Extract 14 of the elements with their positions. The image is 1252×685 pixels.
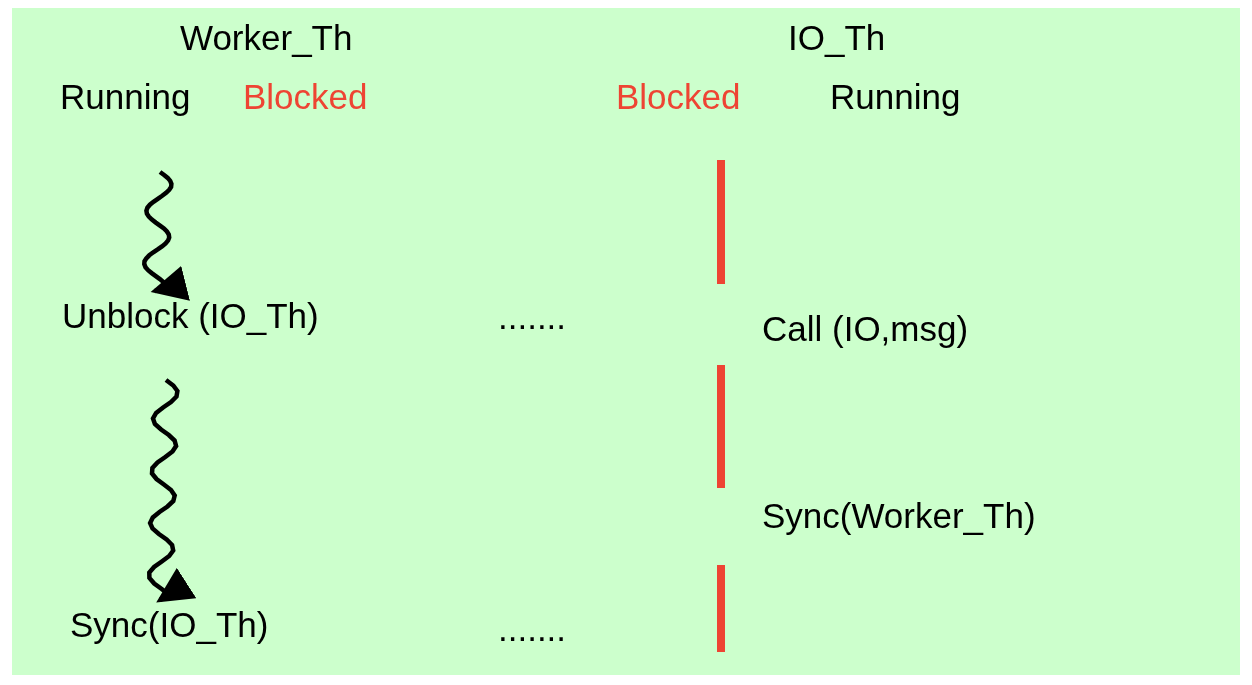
text-label: Call (IO,msg) (762, 310, 969, 346)
text-label: Running (830, 78, 961, 114)
text-label: Sync(Worker_Th) (762, 497, 1036, 533)
text-label: Worker_Th (180, 19, 353, 55)
state-label: Blocked (243, 78, 368, 114)
wavy-arrow (142, 170, 190, 301)
text-label: ....... (498, 298, 567, 334)
text-label: Running (60, 78, 191, 114)
call-text: Sync(IO_Th) (70, 606, 269, 642)
text-label: ....... (498, 610, 567, 646)
call-text: Unblock (IO_Th) (62, 297, 319, 333)
state-label: Blocked (616, 78, 741, 114)
text-label: IO_Th (788, 19, 886, 55)
wavy-arrow (147, 378, 197, 603)
